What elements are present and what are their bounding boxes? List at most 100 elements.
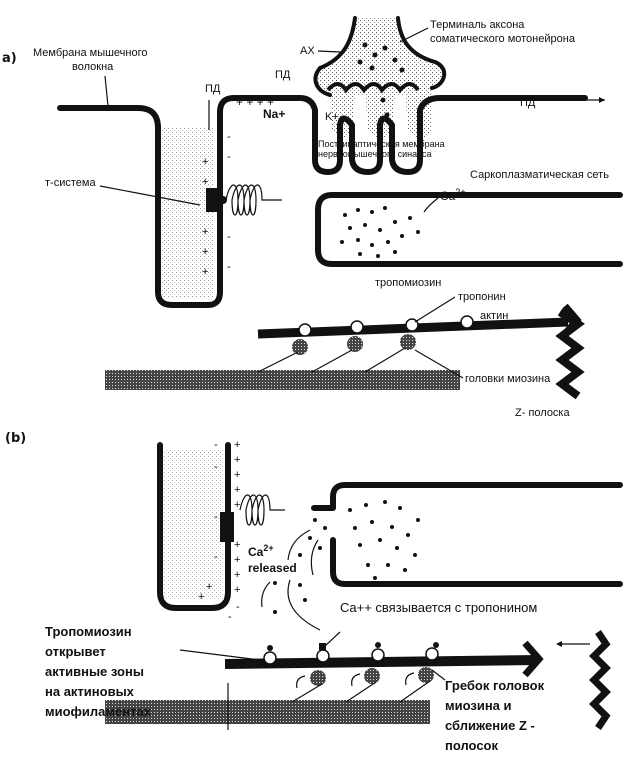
- svg-text:+: +: [234, 484, 240, 496]
- k-ion-label: K+: [325, 111, 339, 123]
- released-label: released: [248, 561, 297, 575]
- ap-label: ПД: [205, 83, 221, 95]
- svg-text:+: +: [202, 226, 208, 238]
- note-line: сближение Z -: [445, 718, 535, 733]
- svg-text:+: +: [234, 554, 240, 566]
- svg-text:-: -: [214, 439, 218, 451]
- svg-text:-: -: [227, 261, 231, 273]
- z-line-zigzag: [589, 630, 611, 730]
- calcium-flow-arrows: [261, 529, 321, 631]
- leader-line: [423, 197, 439, 213]
- calcium-ions: [273, 500, 420, 614]
- svg-text:-: -: [214, 551, 218, 563]
- svg-text:-: -: [227, 231, 231, 243]
- panel-b: (b) +++++ ++++ ---- --++ Ca2+ released C…: [5, 431, 623, 753]
- myosin-heads: [257, 334, 416, 373]
- svg-text:-: -: [214, 511, 218, 523]
- membrane-label: Мембрана мышечного: [33, 47, 148, 59]
- note-line: полосок: [445, 738, 498, 753]
- dhp-receptor: [220, 512, 234, 542]
- note-line: миофиламентах: [45, 704, 152, 719]
- coupling-spring: [239, 494, 285, 526]
- muscle-membrane: [57, 95, 588, 308]
- sarcoplasmic-reticulum: [311, 482, 623, 587]
- t-tubule-lumen: [164, 450, 224, 600]
- coupling-spring: [225, 184, 282, 216]
- troponin-sites: [298, 315, 474, 337]
- note-line: миозина и: [445, 698, 512, 713]
- ach-label: АХ: [300, 45, 315, 57]
- note-line: открывет: [45, 644, 106, 659]
- z-line-zigzag: [555, 308, 585, 400]
- panel-b-label: (b): [5, 431, 26, 446]
- leader-line: [317, 50, 341, 53]
- svg-text:+: +: [234, 584, 240, 596]
- note-line: активные зоны: [45, 664, 144, 679]
- calcium-ions: [340, 206, 420, 258]
- ryanodine-receptor: [219, 196, 227, 204]
- actin-label: актин: [480, 310, 508, 322]
- t-tubule: [157, 442, 231, 611]
- tropomyosin-note: Тропомиозин открывет активные зоны на ак…: [45, 624, 152, 719]
- actin-end: [522, 640, 544, 678]
- myosin-filament: [105, 370, 460, 390]
- note-line: на актиновых: [45, 684, 135, 699]
- svg-text:+: +: [198, 591, 204, 603]
- calcium-label: Ca2+: [248, 543, 274, 559]
- dhp-receptor: [206, 188, 218, 212]
- svg-text:+: +: [202, 156, 208, 168]
- actin-filament: [224, 655, 539, 669]
- myosin-heads: [291, 667, 434, 703]
- svg-text:-: -: [227, 131, 231, 143]
- calcium-label: Ca2+: [440, 187, 466, 203]
- ap-label: ПД: [275, 69, 291, 81]
- sr-label: Саркоплазматическая сеть: [470, 169, 609, 181]
- svg-text:+: +: [206, 581, 212, 593]
- charge-plus: + + + +: [236, 95, 274, 109]
- svg-text:-: -: [236, 601, 240, 613]
- svg-text:+: +: [234, 499, 240, 511]
- svg-text:-: -: [214, 461, 218, 473]
- svg-text:+: +: [234, 539, 240, 551]
- leader-line: [179, 649, 261, 661]
- ca-binds-label: Ca++ связывается с тропонином: [340, 600, 537, 615]
- svg-text:+: +: [202, 246, 208, 258]
- leader-line: [414, 349, 464, 379]
- ach-vesicles: [357, 42, 405, 118]
- leader-line: [431, 669, 446, 681]
- t-system-label: т-система: [45, 177, 96, 189]
- svg-text:+: +: [202, 266, 208, 278]
- membrane-label-2: волокна: [72, 61, 114, 73]
- t-tubule-charges: +++++ ----: [202, 131, 231, 278]
- troponin-sites: [263, 642, 439, 665]
- svg-text:+: +: [234, 439, 240, 451]
- presynaptic-folds: [326, 82, 420, 94]
- svg-text:+: +: [234, 454, 240, 466]
- na-ion-label: Na+: [263, 107, 285, 121]
- leader-line: [414, 296, 456, 323]
- t-tubule-charges: +++++ ++++ ---- --++: [198, 439, 240, 623]
- postsynaptic-label-2: нервномышечного синапса: [318, 149, 431, 159]
- sarcoplasmic-reticulum: [315, 192, 623, 267]
- tropomyosin-label: тропомиозин: [375, 277, 441, 289]
- axon-membrane: [313, 16, 447, 97]
- svg-text:-: -: [227, 151, 231, 163]
- axon-label: Терминаль аксона: [430, 19, 525, 31]
- myosin-heads-label: головки миозина: [465, 373, 551, 385]
- leader-line: [99, 185, 201, 206]
- arrow-head-icon: [599, 97, 605, 103]
- arrow-head-icon: [556, 641, 562, 647]
- t-tubule-lumen: [162, 128, 214, 298]
- ap-label: ПД: [520, 97, 536, 109]
- leader-line: [324, 631, 341, 647]
- panel-a: a) Мембрана мышечного волокна Терминаль …: [2, 16, 623, 419]
- power-stroke-note: Гребок головок миозина и сближение Z - п…: [445, 678, 545, 753]
- myosin-filament: [105, 700, 430, 724]
- svg-text:-: -: [228, 611, 232, 623]
- panel-a-label: a): [2, 51, 17, 66]
- postsynaptic-label: Постсинаптическая мембрана: [318, 139, 445, 149]
- axon-label-2: соматического мотонейрона: [430, 33, 576, 45]
- svg-text:+: +: [234, 569, 240, 581]
- leader-line: [104, 75, 109, 107]
